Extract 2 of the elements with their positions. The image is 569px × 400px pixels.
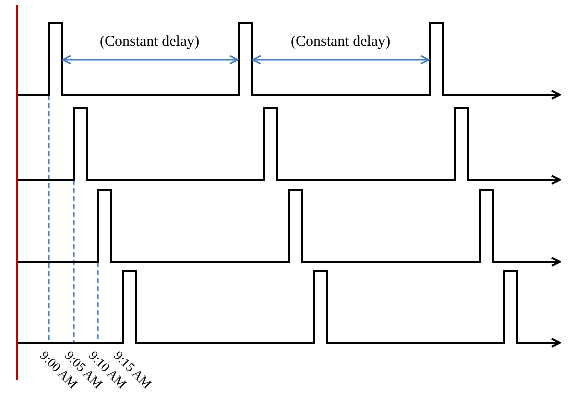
- delay-label: (Constant delay): [100, 34, 200, 50]
- delay-label: (Constant delay): [291, 34, 391, 50]
